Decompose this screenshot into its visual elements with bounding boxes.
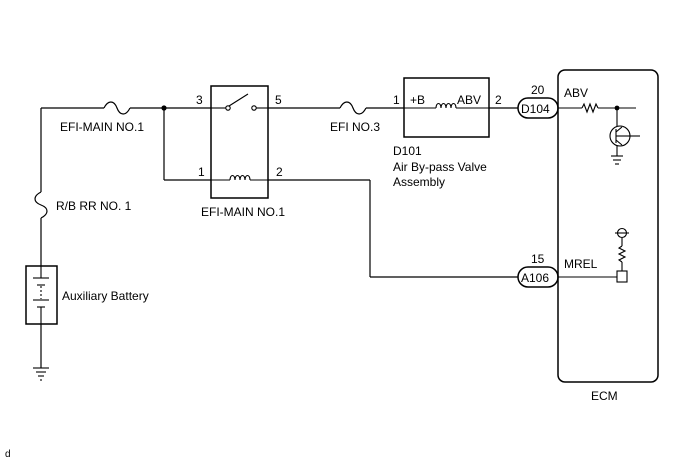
power-supply-icon [615,227,629,239]
valve-name-line1: Air By-pass Valve [393,160,487,174]
transistor-icon [609,125,640,147]
battery-label: Auxiliary Battery [62,289,149,303]
fuse-rb-rr-symbol [34,191,48,219]
relay-pin-1: 1 [198,165,205,179]
valve-term-abv: ABV [457,93,481,107]
ecm-mrel-resistor [617,245,627,263]
ground-icon [33,367,49,381]
ecm-label: ECM [591,389,618,403]
ecm-signal-mrel: MREL [564,257,598,271]
valve-term-b: +B [410,93,425,107]
valve-code: D101 [393,144,422,158]
valve-name-line2: Assembly [393,175,445,189]
fuse-efi-main-label: EFI-MAIN NO.1 [60,120,144,134]
connector-a106-code: A106 [521,271,549,285]
relay-pin-2: 2 [276,165,283,179]
valve-pin-1: 1 [393,93,400,107]
relay-pin-5: 5 [275,93,282,107]
relay-switch-arm [228,93,249,107]
relay-label: EFI-MAIN NO.1 [201,205,285,219]
ecm-abv-resistor [581,102,599,114]
ecm-mrel-terminal [616,270,628,283]
valve-coil-symbol [435,102,457,109]
valve-pin-2: 2 [495,93,502,107]
relay-box [210,85,269,199]
connector-d104-code: D104 [521,102,550,116]
connector-a106-pin: 15 [531,252,545,266]
ecm-box [557,69,659,383]
relay-contact-point [225,105,231,111]
relay-coil-symbol [229,174,251,181]
fuse-efi3-symbol [339,101,367,115]
connector-d104-pin: 20 [531,83,545,97]
relay-contact-point [251,105,257,111]
relay-pin-3: 3 [196,93,203,107]
fuse-efi-main-symbol [103,101,131,115]
fuse-rb-rr-label: R/B RR NO. 1 [56,199,132,213]
ground-icon [611,155,623,165]
ecm-signal-abv: ABV [564,86,588,100]
footer-mark: d [5,449,11,460]
fuse-efi3-label: EFI NO.3 [330,120,380,134]
